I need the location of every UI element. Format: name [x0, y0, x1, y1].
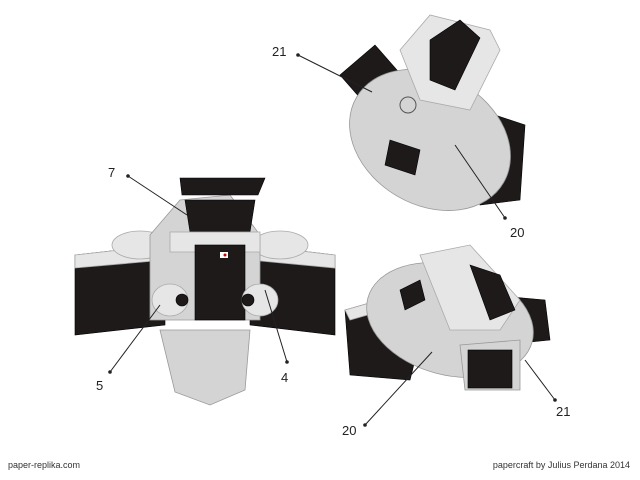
callout-5: 5 [96, 378, 103, 393]
callout-7: 7 [108, 165, 115, 180]
leader-line-20-bottom [364, 351, 433, 426]
leader-line-5 [109, 304, 161, 373]
footer-credit: papercraft by Julius Perdana 2014 [492, 460, 630, 470]
callout-21-top: 21 [272, 44, 286, 59]
leader-line-21-bottom [524, 359, 556, 401]
callout-21-bottom: 21 [556, 404, 570, 419]
leader-line-7 [127, 175, 188, 216]
leader-lines [108, 53, 557, 427]
leader-line-21-top [297, 54, 373, 93]
footer-website: paper-replika.com [8, 460, 81, 470]
model-front-view [74, 177, 336, 406]
model-top-view [339, 14, 526, 211]
callout-20-top: 20 [510, 225, 524, 240]
leader-line-4 [264, 289, 288, 363]
leader-line-20-top [454, 144, 506, 219]
callout-20-bottom: 20 [342, 423, 356, 438]
callout-4: 4 [281, 370, 288, 385]
model-side-view [344, 244, 551, 391]
